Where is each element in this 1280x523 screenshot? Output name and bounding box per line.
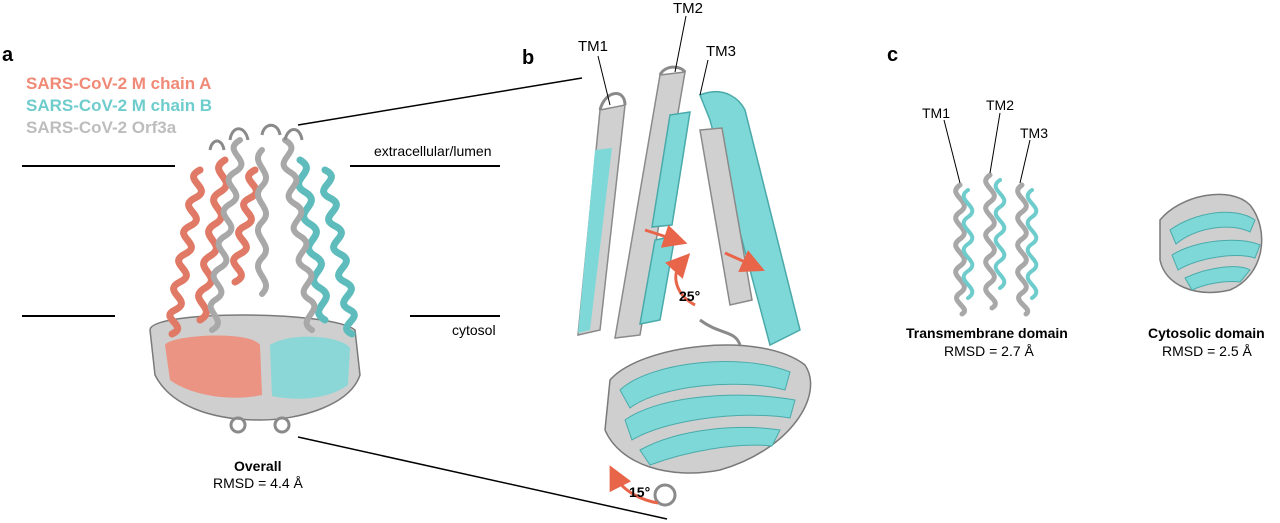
panel-label-b: b xyxy=(522,47,535,69)
tm-leader-lines xyxy=(597,15,1031,184)
monomer-superposition xyxy=(577,65,812,507)
panel-label-a: a xyxy=(2,44,14,66)
tm3-label-c: TM3 xyxy=(1020,125,1048,141)
angle-15: 15° xyxy=(629,484,651,500)
tm-domain-caption: Transmembrane domain xyxy=(906,325,1068,341)
transmembrane-domain xyxy=(953,172,1039,317)
tm3-label-b: TM3 xyxy=(706,43,736,60)
panel-label-c: c xyxy=(887,44,899,66)
cyto-domain-rmsd: RMSD = 2.5 Å xyxy=(1162,343,1252,359)
membrane-lines xyxy=(22,165,500,317)
tm2-label-c: TM2 xyxy=(986,97,1014,113)
angle-25: 25° xyxy=(679,288,701,304)
legend-chain-a: SARS-CoV-2 M chain A xyxy=(26,74,212,93)
legend-chain-b: SARS-CoV-2 M chain B xyxy=(26,96,213,115)
region-label-cytosol: cytosol xyxy=(452,322,496,338)
cytosolic-domain xyxy=(1159,193,1263,294)
tm-domain-rmsd: RMSD = 2.7 Å xyxy=(944,343,1034,359)
legend-orf3a: SARS-CoV-2 Orf3a xyxy=(26,118,177,137)
tm1-label-b: TM1 xyxy=(578,38,608,55)
region-label-extracellular: extracellular/lumen xyxy=(374,143,492,159)
overall-rmsd: RMSD = 4.4 Å xyxy=(213,475,303,491)
overall-caption: Overall xyxy=(234,458,282,474)
tm1-label-c: TM1 xyxy=(922,105,950,121)
cyto-domain-caption: Cytosolic domain xyxy=(1148,325,1265,341)
overall-structure xyxy=(149,123,361,434)
tm2-label-b: TM2 xyxy=(673,0,703,17)
zoom-lines xyxy=(297,77,668,520)
